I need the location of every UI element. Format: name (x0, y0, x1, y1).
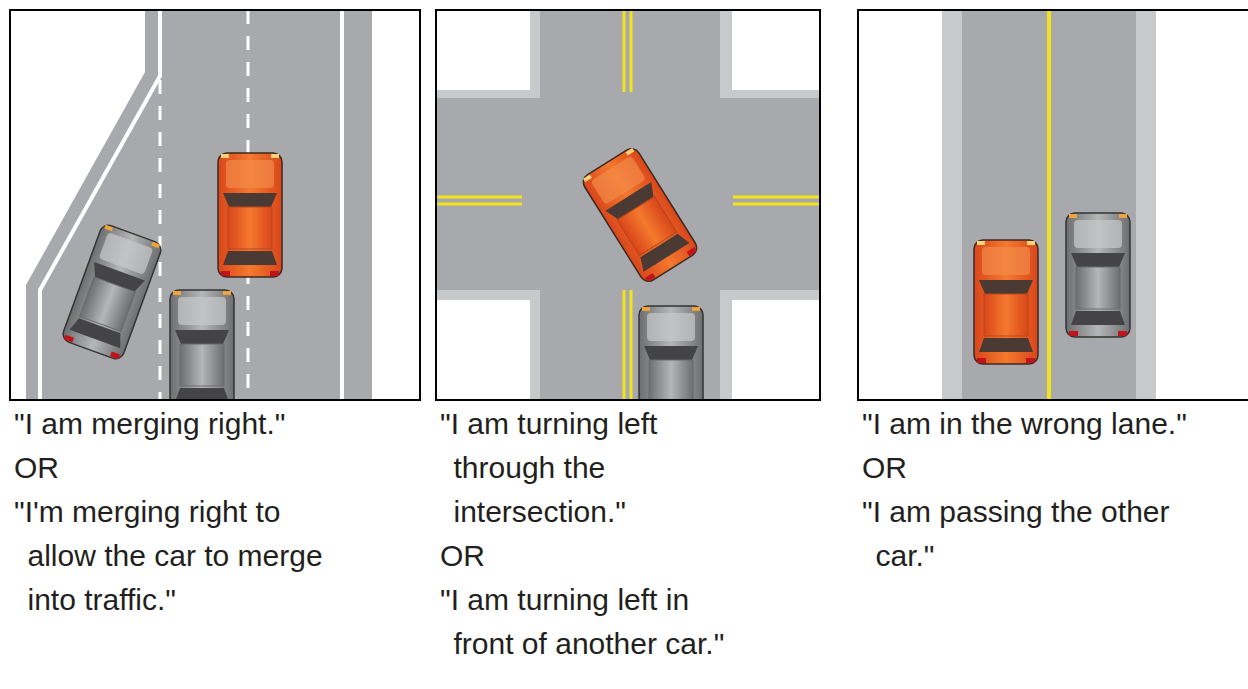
panel-frame (436, 10, 820, 400)
caption-text: "I am in the wrong lane." (862, 402, 1240, 446)
merge-panel (10, 10, 420, 400)
caption-text: "I am turning left through the intersect… (440, 402, 740, 534)
caption-text: "I'm merging right to allow the car to m… (14, 490, 334, 622)
caption-text: "I am passing the other car." (862, 490, 1207, 578)
intersection-panel (436, 10, 820, 400)
passing-panel (858, 10, 1248, 400)
panel-frame (10, 10, 420, 400)
panel-frame (858, 10, 1248, 400)
caption-text: OR (862, 446, 1240, 490)
caption-text: "I am turning left in front of another c… (440, 578, 740, 666)
caption-text: OR (14, 446, 414, 490)
caption-text: OR (440, 534, 740, 578)
caption-text: "I am merging right." (14, 402, 414, 446)
